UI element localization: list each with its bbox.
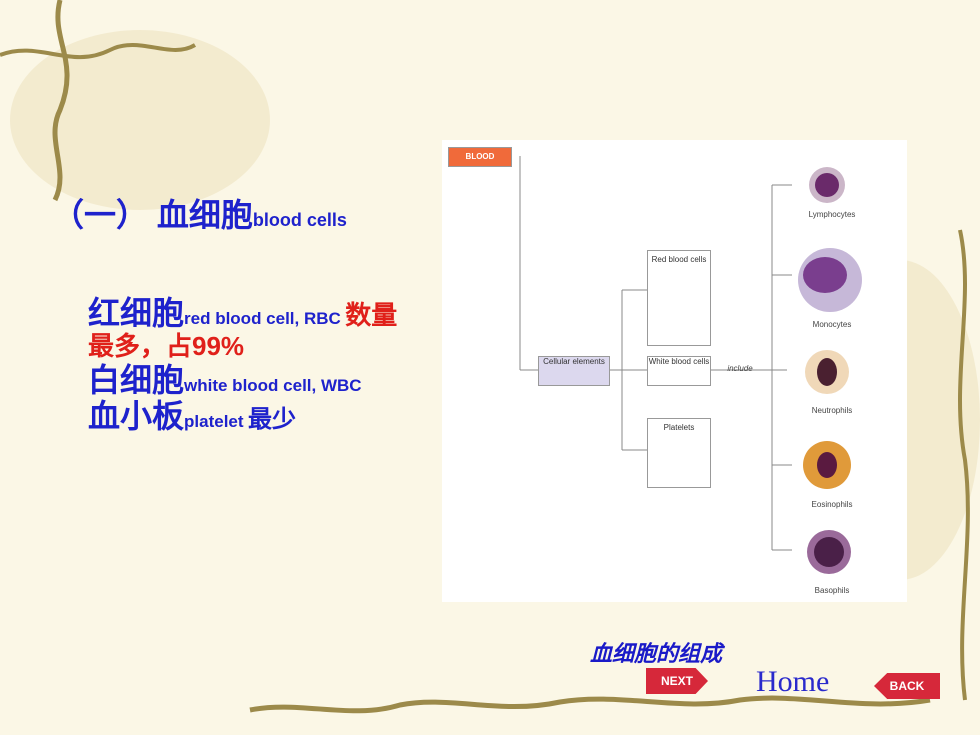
basophils-label: Basophils xyxy=(814,586,850,595)
blood-box: BLOOD xyxy=(448,147,512,167)
rbc-note: 数量最多，占99% xyxy=(88,300,398,361)
cellular-elements-box: Cellular elements xyxy=(538,356,610,386)
platelet-en: platelet xyxy=(184,412,244,432)
section-heading: （一） 血细胞blood cells xyxy=(52,190,382,236)
neutrophils-label: Neutrophils xyxy=(811,406,853,415)
blood-composition-diagram: BLOOD Cellular elements Red blood cells … xyxy=(442,140,907,602)
monocytes-label: Monocytes xyxy=(812,320,852,329)
wbc-box: White blood cells xyxy=(647,356,711,386)
platelets-box: Platelets xyxy=(647,418,711,488)
heading-en: blood cells xyxy=(252,210,347,230)
next-button[interactable]: NEXT xyxy=(646,668,708,694)
rbc-box: Red blood cells xyxy=(647,250,711,346)
home-link[interactable]: Home xyxy=(756,665,830,698)
platelet-zh: 血小板 xyxy=(88,398,185,435)
lymphocytes-label: Lymphocytes xyxy=(808,210,856,219)
wbc-zh: 白细胞 xyxy=(88,361,185,398)
list-item-wbc: 白细胞white blood cell, WBC xyxy=(52,362,412,399)
wbc-en: white blood cell, WBC xyxy=(184,375,362,395)
diagram-caption: 血细胞的组成 xyxy=(590,641,723,667)
blood-cell-list: 红细胞red blood cell, RBC 数量最多，占99% 白细胞whit… xyxy=(52,295,412,435)
rbc-en: red blood cell, RBC xyxy=(184,309,341,328)
heading-zh: （一） 血细胞 xyxy=(52,197,253,233)
rbc-zh: 红细胞 xyxy=(88,295,185,331)
list-item-rbc: 红细胞red blood cell, RBC 数量最多，占99% xyxy=(52,295,412,362)
platelet-note: 最少 xyxy=(248,406,296,434)
list-item-platelet: 血小板platelet 最少 xyxy=(52,398,412,435)
eosinophils-label: Eosinophils xyxy=(811,500,853,509)
include-label: include xyxy=(727,364,753,373)
back-button[interactable]: BACK xyxy=(874,673,940,699)
